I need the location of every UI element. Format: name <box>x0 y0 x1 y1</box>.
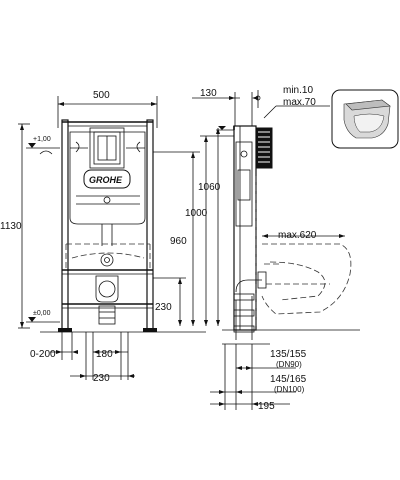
level-plus-100: +1,00 <box>33 136 51 143</box>
dim-dn90: (DN90) <box>276 360 302 369</box>
dim-center-230: 230 <box>93 373 110 384</box>
level-zero: ±0,00 <box>33 310 51 317</box>
dim-projection-620: max.620 <box>278 230 317 241</box>
front-view: 500 GROHE <box>0 90 206 384</box>
supply-fitting <box>100 253 114 267</box>
waste-elbow <box>95 275 119 303</box>
dim-145-165: 145/165 <box>270 374 307 385</box>
dim-width-500: 500 <box>93 90 110 101</box>
cistern-tank <box>69 131 146 225</box>
wall-max: max.70 <box>283 97 316 108</box>
actuator-block <box>255 127 273 169</box>
frame-left-upright <box>61 119 69 331</box>
dim-height-1060: 1060 <box>198 182 221 193</box>
dim-135-155: 135/155 <box>270 349 307 360</box>
wc-thumbnail <box>331 89 399 149</box>
dim-depth-130: 130 <box>200 88 217 99</box>
wc-bowl-outline <box>261 243 352 315</box>
dim-height-960: 960 <box>170 236 187 247</box>
dim-dn100: (DN100) <box>274 385 305 394</box>
waste-pipe <box>235 279 262 293</box>
grohe-logo-plate <box>83 169 131 189</box>
frame-right-upright <box>146 119 154 331</box>
dim-height-1000: 1000 <box>185 208 208 219</box>
side-view: 130 min.10 max.70 1000 <box>185 85 360 412</box>
dim-195: 195 <box>258 401 275 412</box>
wall-min: min.10 <box>283 85 313 96</box>
dim-center-180: 180 <box>96 349 113 360</box>
dim-height-230: 230 <box>155 302 172 313</box>
dim-offset-0-200: 0-200 <box>30 349 56 360</box>
grohe-logo: GROHE <box>89 175 123 185</box>
dim-height-1130: 1130 <box>0 221 22 232</box>
